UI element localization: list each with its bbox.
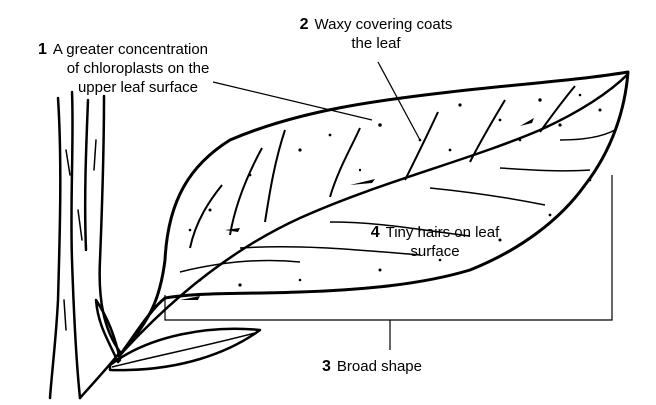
annotation-4: 4 Tiny hairs on leaf surface: [350, 223, 520, 261]
leader-line-2: [377, 61, 421, 141]
plant-stem: [48, 90, 122, 400]
bracket-3: [164, 175, 613, 321]
annotation-1: 1 A greater concentration of chloroplasts…: [38, 40, 238, 97]
annotation-1-number: 1: [38, 41, 47, 58]
annotation-4-number: 4: [370, 224, 380, 241]
annotation-2-line-2: the leaf: [351, 35, 401, 52]
annotation-4-line-2: surface: [410, 243, 460, 260]
annotation-3-line-1: Broad shape: [336, 358, 422, 375]
annotation-1-line-2: of chloroplasts on the: [66, 60, 210, 77]
annotation-2-number: 2: [299, 16, 309, 33]
small-leaf: [94, 298, 262, 372]
leader-line-1: [212, 81, 373, 121]
annotation-1-line-1: A greater concentration: [52, 41, 209, 58]
main-leaf: [118, 70, 630, 357]
annotation-2: 2 Waxy covering coats the leaf: [276, 15, 476, 53]
annotation-2-line-1: Waxy covering coats: [314, 16, 453, 33]
annotation-1-line-3: upper leaf surface: [77, 79, 199, 96]
leader-lines: [164, 61, 613, 350]
annotation-4-line-1: Tiny hairs on leaf: [385, 224, 500, 241]
annotation-3: 3 Broad shape: [322, 357, 422, 376]
annotation-3-number: 3: [322, 358, 331, 375]
